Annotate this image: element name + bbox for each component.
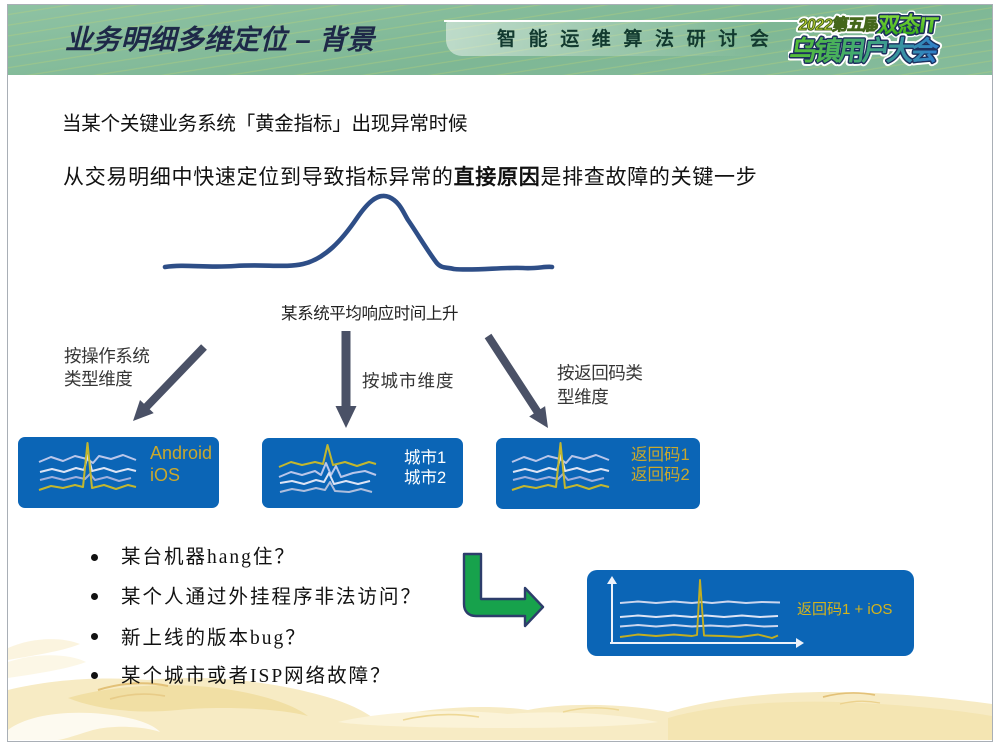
svg-text:2022第五届: 2022第五届 [797, 15, 880, 34]
svg-text:乌镇用户大会: 乌镇用户大会 [788, 35, 942, 66]
svg-text:乌镇用户大会: 乌镇用户大会 [788, 35, 942, 66]
svg-text:2022第五届: 2022第五届 [797, 15, 880, 34]
svg-text:乌镇用户大会: 乌镇用户大会 [788, 35, 942, 66]
svg-text:双态IT: 双态IT [876, 13, 941, 38]
svg-text:双态IT: 双态IT [876, 13, 941, 38]
svg-text:双态IT: 双态IT [876, 13, 941, 38]
